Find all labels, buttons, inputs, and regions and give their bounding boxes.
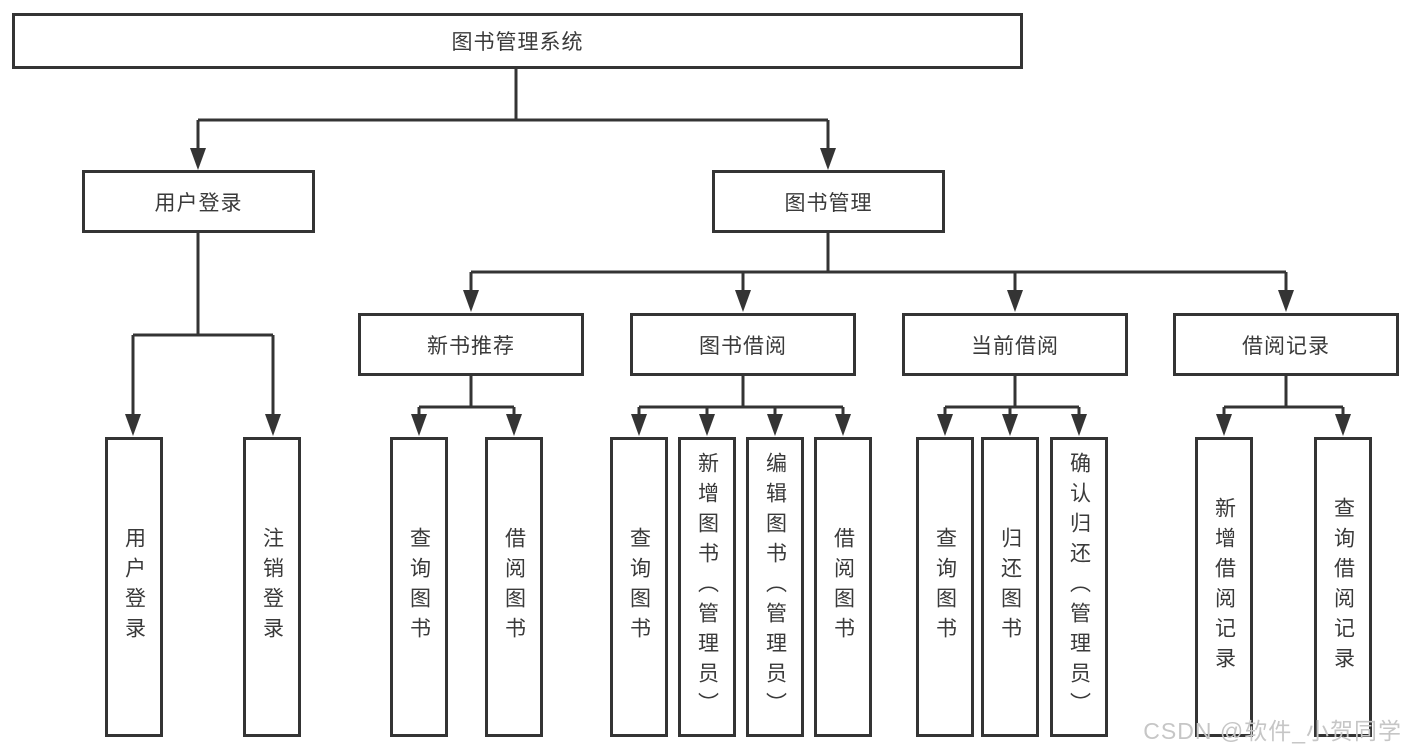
node-current-borrowing-label: 当前借阅 — [971, 334, 1059, 358]
connector-root-to-level2 — [196, 68, 830, 150]
leaf-confirm-return-admin-label: 确认归还（管理员） — [1067, 452, 1091, 722]
node-new-book-recommend: 新书推荐 — [358, 313, 584, 376]
leaf-return-books-label: 归还图书 — [998, 527, 1022, 647]
leaf-add-books-admin-label: 新增图书（管理员） — [695, 452, 719, 722]
connector-records-children — [1222, 375, 1345, 416]
leaf-query-books-borrowing: 查询图书 — [610, 437, 668, 737]
node-new-book-recommend-label: 新书推荐 — [427, 334, 515, 358]
node-user-login: 用户登录 — [82, 170, 315, 233]
leaf-query-borrow-record: 查询借阅记录 — [1314, 437, 1372, 737]
leaf-borrow-books-borrowing: 借阅图书 — [814, 437, 872, 737]
leaf-query-books-current-label: 查询图书 — [933, 527, 957, 647]
leaf-edit-books-admin-label: 编辑图书（管理员） — [763, 452, 787, 722]
leaf-confirm-return-admin: 确认归还（管理员） — [1050, 437, 1108, 737]
node-borrowing-records: 借阅记录 — [1173, 313, 1399, 376]
arrowheads-borrowing-children — [631, 414, 851, 436]
node-book-management-label: 图书管理 — [784, 191, 873, 215]
leaf-borrow-books-recommend: 借阅图书 — [485, 437, 543, 737]
node-root-library-system: 图书管理系统 — [12, 13, 1023, 69]
leaf-query-borrow-record-label: 查询借阅记录 — [1331, 497, 1355, 677]
arrowheads-level3 — [463, 290, 1294, 312]
connector-bookmgmt-to-level3 — [469, 232, 1288, 292]
connector-userlogin-children — [131, 232, 275, 416]
leaf-add-borrow-record: 新增借阅记录 — [1195, 437, 1253, 737]
connector-borrowing-children — [637, 375, 845, 416]
leaf-return-books: 归还图书 — [981, 437, 1039, 737]
node-book-borrowing: 图书借阅 — [630, 313, 856, 376]
leaf-logout: 注销登录 — [243, 437, 301, 737]
leaf-logout-label: 注销登录 — [260, 527, 284, 647]
leaf-edit-books-admin: 编辑图书（管理员） — [746, 437, 804, 737]
arrowheads-records-children — [1216, 414, 1351, 436]
node-user-login-label: 用户登录 — [154, 191, 243, 215]
node-borrowing-records-label: 借阅记录 — [1242, 334, 1330, 358]
node-root-label: 图书管理系统 — [451, 31, 584, 54]
leaf-borrow-books-recommend-label: 借阅图书 — [502, 527, 526, 647]
node-book-management: 图书管理 — [712, 170, 945, 233]
arrowheads-level2 — [190, 148, 836, 170]
leaf-add-borrow-record-label: 新增借阅记录 — [1212, 497, 1236, 677]
leaf-add-books-admin: 新增图书（管理员） — [678, 437, 736, 737]
leaf-query-books-current: 查询图书 — [916, 437, 974, 737]
arrowheads-userlogin-children — [125, 414, 281, 436]
leaf-user-login-label: 用户登录 — [122, 527, 146, 647]
node-current-borrowing: 当前借阅 — [902, 313, 1128, 376]
leaf-query-books-borrowing-label: 查询图书 — [627, 527, 651, 647]
leaf-user-login: 用户登录 — [105, 437, 163, 737]
leaf-query-books-recommend-label: 查询图书 — [407, 527, 431, 647]
connector-current-children — [943, 375, 1081, 416]
leaf-query-books-recommend: 查询图书 — [390, 437, 448, 737]
arrowheads-current-children — [937, 414, 1087, 436]
leaf-borrow-books-borrowing-label: 借阅图书 — [831, 527, 855, 647]
arrowheads-recommend-children — [411, 414, 522, 436]
connector-recommend-children — [417, 375, 516, 416]
csdn-watermark: CSDN @软件_小贺同学 — [1143, 718, 1402, 744]
node-book-borrowing-label: 图书借阅 — [699, 334, 787, 358]
